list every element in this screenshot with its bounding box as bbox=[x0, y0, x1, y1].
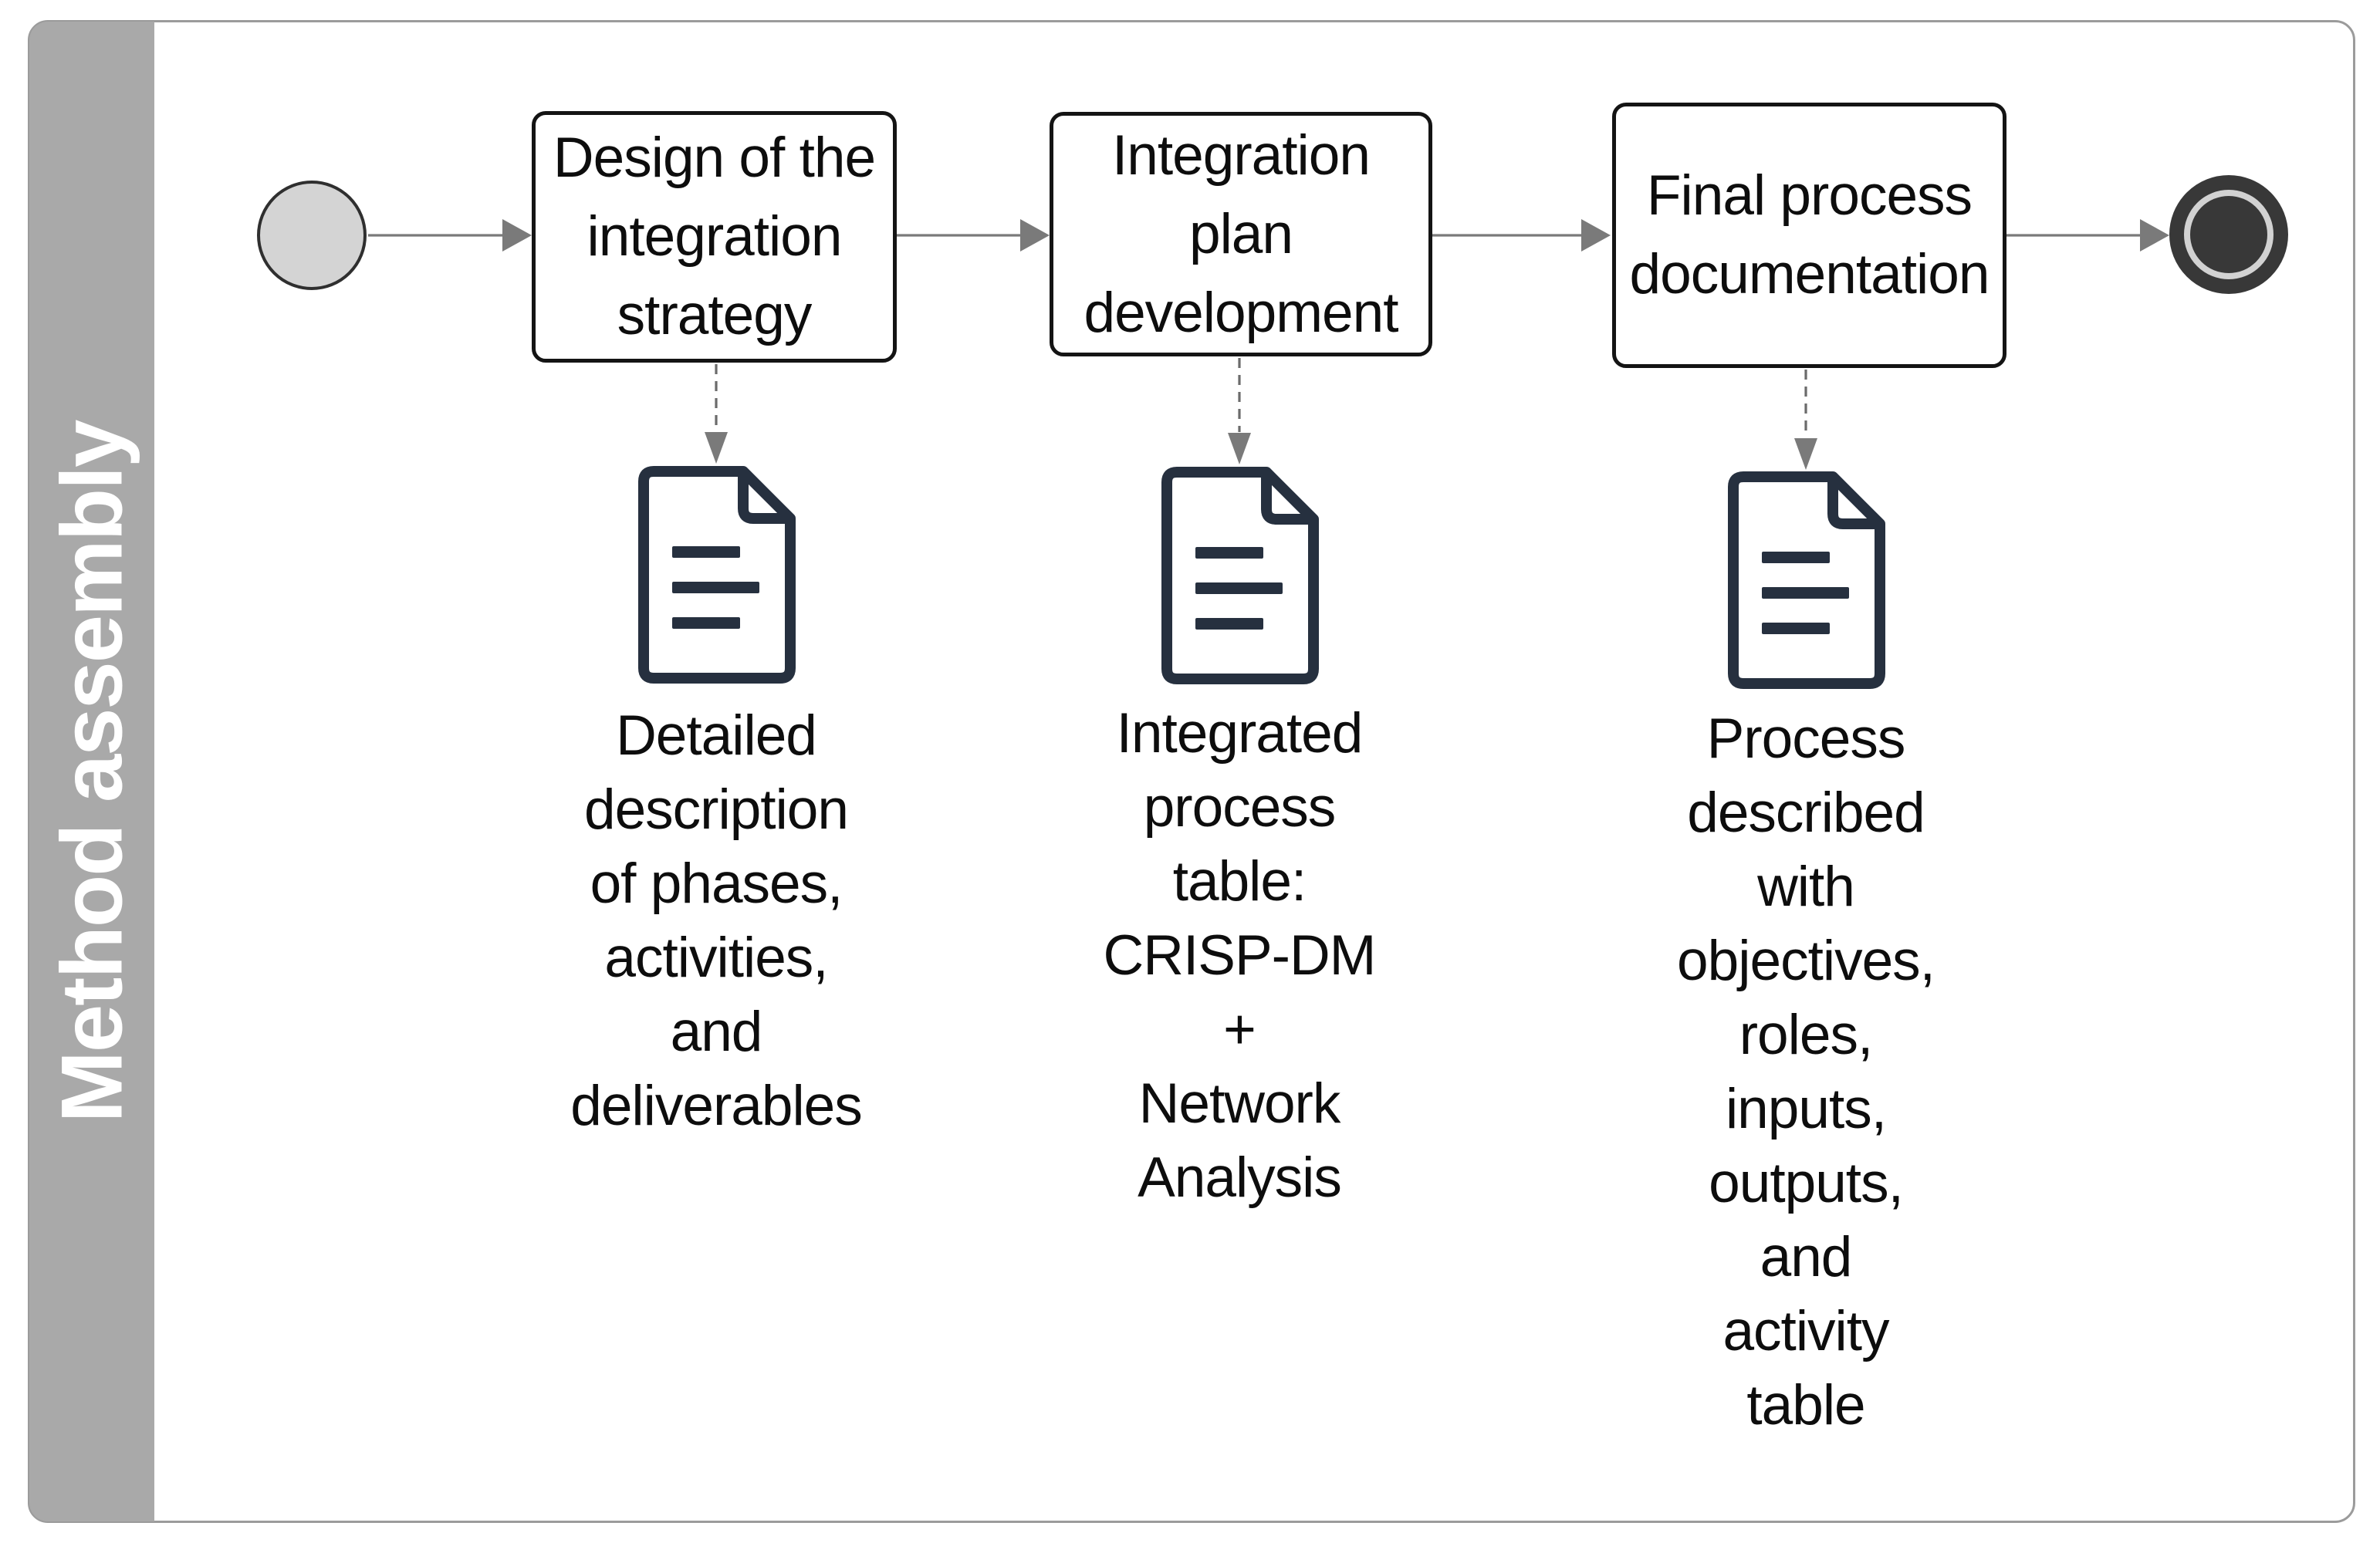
arrowhead-icon bbox=[1020, 219, 1050, 252]
document-icon bbox=[1728, 471, 1885, 689]
arrowhead-icon bbox=[2140, 219, 2169, 252]
data-object-1 bbox=[637, 466, 796, 684]
task-label: Final process documentation bbox=[1629, 164, 1990, 306]
document-icon bbox=[1161, 467, 1319, 684]
data-association-task3 bbox=[1794, 370, 1817, 470]
artifact-label: Process described with objectives, roles… bbox=[1677, 707, 1935, 1437]
task-label: Design of the integration strategy bbox=[553, 127, 876, 346]
artifact-label: Integrated process table: CRISP-DM + Net… bbox=[1103, 702, 1377, 1209]
sequence-flow-task2-to-task3 bbox=[1432, 219, 1611, 252]
task-label: Integration plan development bbox=[1084, 123, 1398, 344]
arrowhead-icon bbox=[1228, 433, 1251, 464]
start-event bbox=[257, 181, 367, 290]
task-integration-plan-development: Integration plan development bbox=[1050, 112, 1432, 356]
arrowhead-icon bbox=[705, 432, 728, 464]
data-association-task2 bbox=[1228, 358, 1251, 464]
end-event-core bbox=[2190, 196, 2267, 273]
task-final-process-documentation: Final process documentation bbox=[1612, 103, 2006, 368]
pool-boundary bbox=[28, 20, 2355, 1523]
task-design-integration-strategy: Design of the integration strategy bbox=[532, 111, 897, 363]
arrowhead-icon bbox=[502, 219, 532, 252]
document-icon bbox=[638, 466, 796, 684]
end-event bbox=[2169, 175, 2288, 294]
data-association-task1 bbox=[705, 364, 728, 464]
arrowhead-icon bbox=[1581, 219, 1611, 252]
sequence-flow-task1-to-task2 bbox=[897, 219, 1050, 252]
data-object-3 bbox=[1726, 471, 1885, 689]
data-object-2 bbox=[1160, 467, 1319, 684]
artifact-label: Detailed description of phases, activiti… bbox=[570, 704, 863, 1137]
arrowhead-icon bbox=[1794, 438, 1817, 470]
sequence-flow-start-to-task1 bbox=[368, 219, 532, 252]
sequence-flow-task3-to-end bbox=[2006, 219, 2169, 252]
lane-header: Method assembly bbox=[29, 22, 154, 1521]
